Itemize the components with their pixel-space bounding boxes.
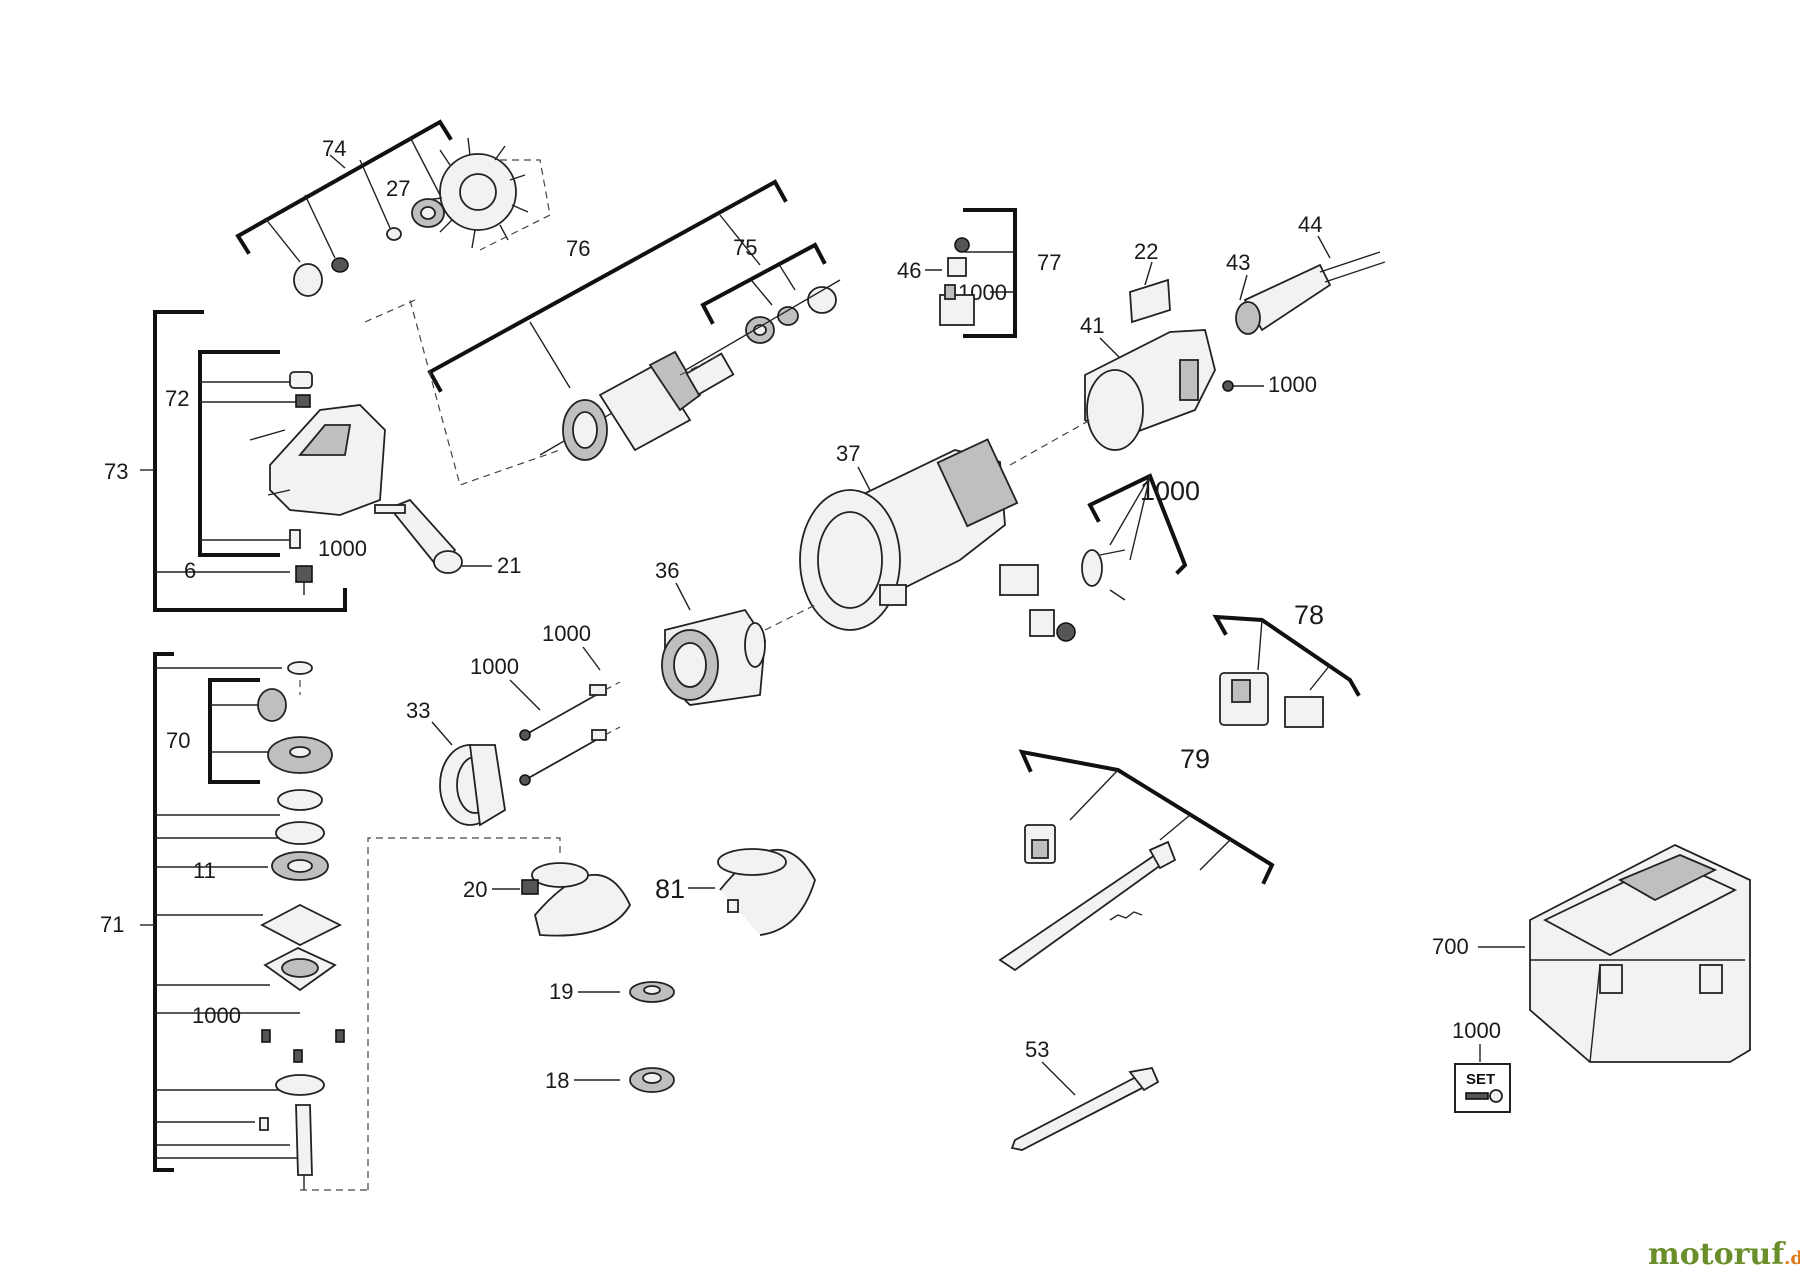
callout-33: 33 xyxy=(406,698,430,723)
gear-head-cover-part xyxy=(249,371,386,595)
fan-part xyxy=(425,137,529,249)
callout-22: 22 xyxy=(1134,239,1158,264)
callout-81: 81 xyxy=(655,874,685,904)
flange-nut-19-part xyxy=(629,981,675,1003)
washer-part xyxy=(386,227,402,241)
watermark-logo: motoruf.de xyxy=(1648,1237,1800,1272)
stator-part xyxy=(661,608,766,706)
side-handle-part xyxy=(374,498,463,574)
callout-1000-gearhead: 1000 xyxy=(318,536,367,561)
baffle-part xyxy=(439,744,506,827)
callout-46: 46 xyxy=(897,258,921,283)
callout-73: 73 xyxy=(104,459,128,484)
group-76-bracket xyxy=(427,179,788,393)
callout-1000-handle-screw: 1000 xyxy=(1268,372,1317,397)
bearing-75-part xyxy=(745,286,837,344)
callout-74: 74 xyxy=(322,136,346,161)
electronic-module-part xyxy=(1219,672,1324,728)
callout-27: 27 xyxy=(386,176,410,201)
callout-700: 700 xyxy=(1432,934,1469,959)
cord-protector-part xyxy=(1235,251,1386,335)
group-71-bracket xyxy=(140,652,300,1172)
set-badge: SET xyxy=(1454,1063,1511,1113)
callout-78: 78 xyxy=(1294,600,1324,630)
switch-parts xyxy=(999,549,1126,642)
callout-41: 41 xyxy=(1080,313,1104,338)
gearbox-parts xyxy=(257,661,345,1190)
callout-18: 18 xyxy=(545,1068,569,1093)
callout-44: 44 xyxy=(1298,212,1322,237)
guard-20-part xyxy=(521,862,632,937)
callout-6: 6 xyxy=(184,558,196,583)
callout-43: 43 xyxy=(1226,250,1250,275)
callout-36: 36 xyxy=(655,558,679,583)
callout-1000-bolt-a: 1000 xyxy=(542,621,591,646)
callout-72: 72 xyxy=(165,386,189,411)
group-73-bracket xyxy=(140,310,347,612)
callout-1000-spindle: 1000 xyxy=(192,1003,241,1028)
brush-parts xyxy=(939,237,975,326)
callout-1000-switch: 1000 xyxy=(1140,476,1200,506)
bearing-27-part xyxy=(411,198,445,228)
guard-81-part xyxy=(717,848,816,936)
armature-part xyxy=(539,279,841,461)
callout-71: 71 xyxy=(100,912,124,937)
group-78-bracket xyxy=(1212,614,1361,697)
callout-76: 76 xyxy=(566,236,590,261)
callout-21: 21 xyxy=(497,553,521,578)
callout-75: 75 xyxy=(733,235,757,260)
group-74-bracket xyxy=(235,119,453,263)
bolt-parts xyxy=(519,684,607,786)
callout-1000-bolt-b: 1000 xyxy=(470,654,519,679)
callout-53: 53 xyxy=(1025,1037,1049,1062)
callout-77: 77 xyxy=(1037,250,1061,275)
callout-37: 37 xyxy=(836,441,860,466)
rear-housing-part xyxy=(1084,329,1216,451)
callout-1000-set: 1000 xyxy=(1452,1018,1501,1043)
spanner-part xyxy=(1010,1066,1160,1151)
label-22-part xyxy=(1129,278,1171,324)
carrying-case-part xyxy=(1529,843,1751,1063)
flange-nut-18-part xyxy=(629,1067,675,1093)
group-1000-switch-bracket xyxy=(1087,473,1188,575)
group-79-bracket xyxy=(1018,749,1275,885)
screw-part xyxy=(1222,380,1234,392)
group-72-bracket xyxy=(198,350,296,557)
group-75-bracket xyxy=(700,242,827,325)
callout-19: 19 xyxy=(549,979,573,1004)
armature-dashed-guide xyxy=(364,299,561,486)
callout-11: 11 xyxy=(193,858,216,883)
callout-20: 20 xyxy=(463,877,487,902)
callout-79: 79 xyxy=(1180,744,1210,774)
o-ring-part xyxy=(293,263,323,297)
group-77-bracket xyxy=(963,208,1017,338)
fan-dashed-guide xyxy=(479,159,551,251)
set-badge-label: SET xyxy=(1466,1071,1495,1088)
nut-part xyxy=(331,257,349,273)
switch-rod-part xyxy=(998,824,1177,972)
motor-housing-part xyxy=(799,438,1019,631)
callout-70: 70 xyxy=(166,728,190,753)
